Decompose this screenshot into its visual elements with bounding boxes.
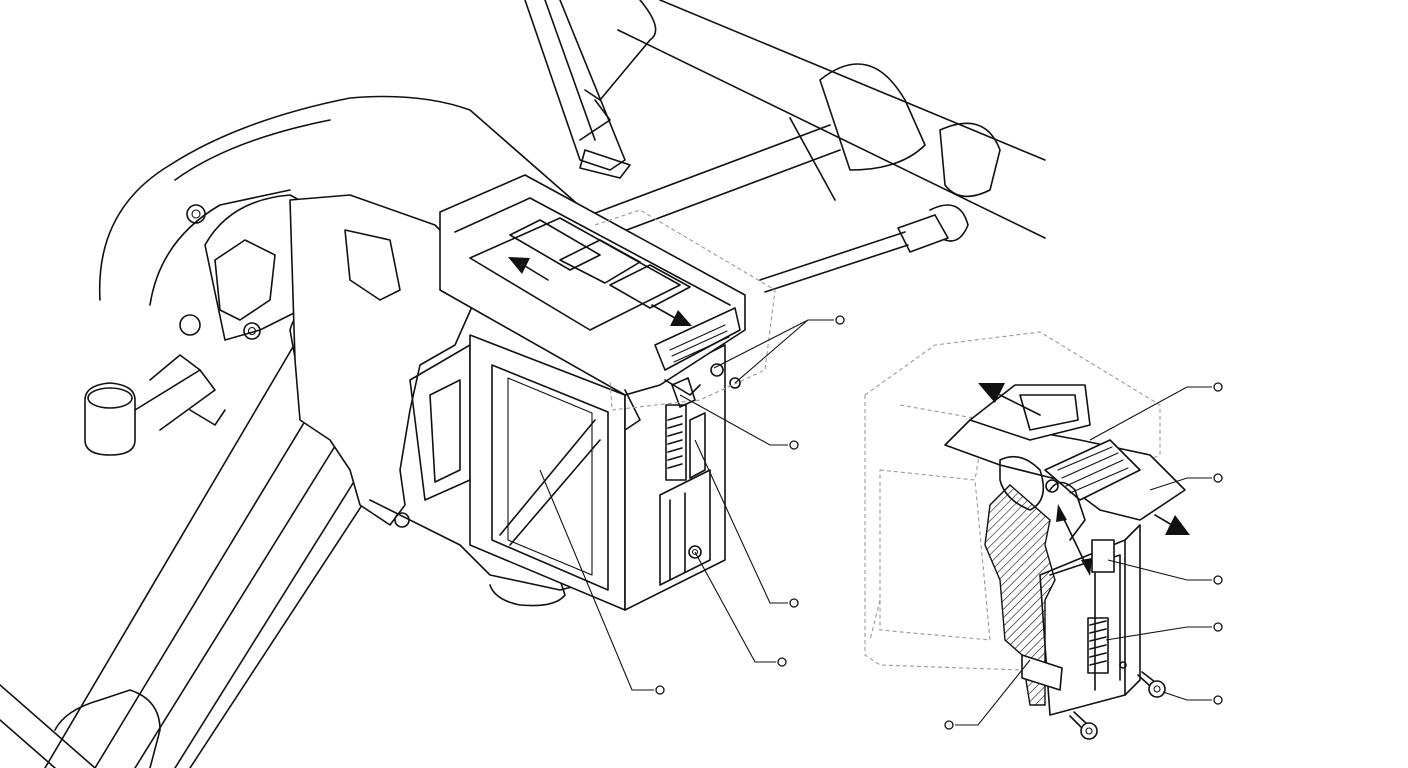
callout-10-leader: [1162, 691, 1212, 701]
callout-7: [1213, 473, 1223, 483]
callout-6: [1213, 382, 1223, 392]
detail-cutaway: [984, 484, 1141, 716]
callout-leaders: [539, 315, 1223, 730]
callout-8: [1213, 575, 1223, 585]
callout-10: [1213, 695, 1223, 705]
side-foot: [84, 354, 226, 456]
callout-7-leader: [1149, 477, 1212, 491]
detail-motion-arrows: [978, 383, 1190, 576]
upper-arm-tube: [589, 0, 1046, 293]
detail-screws: [1069, 671, 1166, 740]
callout-5: [655, 685, 665, 695]
callout-2-leader: [679, 394, 788, 446]
main-view: [0, 0, 1046, 768]
battery-top-latch: [439, 174, 746, 431]
detail-latch-button: [944, 384, 1186, 541]
callout-6-leader: [1089, 386, 1212, 441]
callout-3: [789, 598, 799, 608]
detail-view: [864, 331, 1190, 740]
callout-11-leader: [955, 659, 1031, 726]
callout-2: [789, 440, 799, 450]
callout-9-leader: [1105, 626, 1212, 641]
callout-5-leader: [539, 469, 654, 691]
callout-4-leader: [694, 551, 776, 663]
callout-3-leader: [694, 439, 788, 604]
callout-4: [777, 657, 787, 667]
callout-11: [944, 720, 954, 730]
callout-1: [835, 315, 845, 325]
callout-8-leader: [1107, 559, 1212, 581]
detail-ghost-housing: [864, 331, 1161, 671]
callout-9: [1213, 622, 1223, 632]
main-motion-arrows: [508, 257, 692, 326]
landing-bracket: [524, 0, 657, 179]
battery-body: [469, 334, 726, 611]
callout-1-leader-b: [734, 319, 809, 384]
